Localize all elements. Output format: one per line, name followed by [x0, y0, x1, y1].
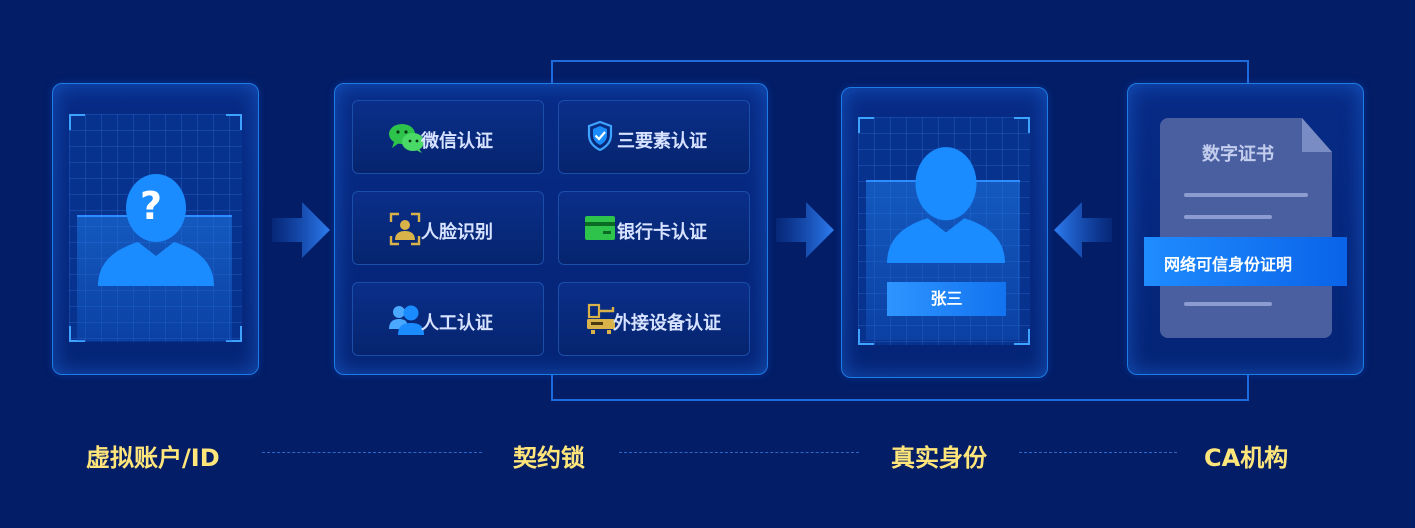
certificate-badge-label: 网络可信身份证明 [1164, 255, 1293, 274]
divider [262, 452, 482, 453]
label-virtual-account: 虚拟账户/ID [86, 444, 220, 472]
method-bank-card[interactable]: 银行卡认证 [558, 191, 750, 265]
certificate-document-icon [1160, 118, 1332, 338]
method-label: 人工认证 [421, 313, 493, 334]
arrow-left-icon [1054, 202, 1112, 258]
arrow-right-icon [776, 202, 834, 258]
name-tag: 张三 [887, 282, 1006, 316]
arrow-right-icon [272, 202, 330, 258]
verified-user-icon [887, 147, 1005, 263]
method-label: 微信认证 [421, 131, 493, 152]
method-label: 人脸识别 [421, 222, 493, 243]
label-contract-lock: 契约锁 [513, 444, 585, 472]
face-scan-icon [389, 212, 421, 246]
unknown-mark: ? [140, 184, 163, 228]
device-icon [587, 303, 615, 334]
method-face[interactable]: 人脸识别 [352, 191, 544, 265]
method-label: 外接设备认证 [613, 313, 721, 334]
certificate-line [1184, 193, 1308, 197]
shield-check-icon [587, 121, 613, 151]
people-icon [389, 305, 424, 335]
unknown-user-icon [98, 174, 214, 286]
certificate-line [1184, 302, 1272, 306]
certificate-badge: 网络可信身份证明 [1144, 237, 1347, 286]
method-manual[interactable]: 人工认证 [352, 282, 544, 356]
method-three-factor[interactable]: 三要素认证 [558, 100, 750, 174]
method-external-device[interactable]: 外接设备认证 [558, 282, 750, 356]
certificate-title: 数字证书 [1202, 144, 1274, 165]
label-real-identity: 真实身份 [891, 444, 987, 472]
method-wechat[interactable]: 微信认证 [352, 100, 544, 174]
wechat-icon [389, 124, 424, 153]
method-label: 银行卡认证 [617, 222, 707, 243]
label-ca: CA机构 [1204, 444, 1289, 472]
divider [619, 452, 859, 453]
divider [1019, 452, 1177, 453]
certificate-line [1184, 215, 1272, 219]
bank-card-icon [585, 216, 615, 240]
method-label: 三要素认证 [617, 131, 707, 152]
